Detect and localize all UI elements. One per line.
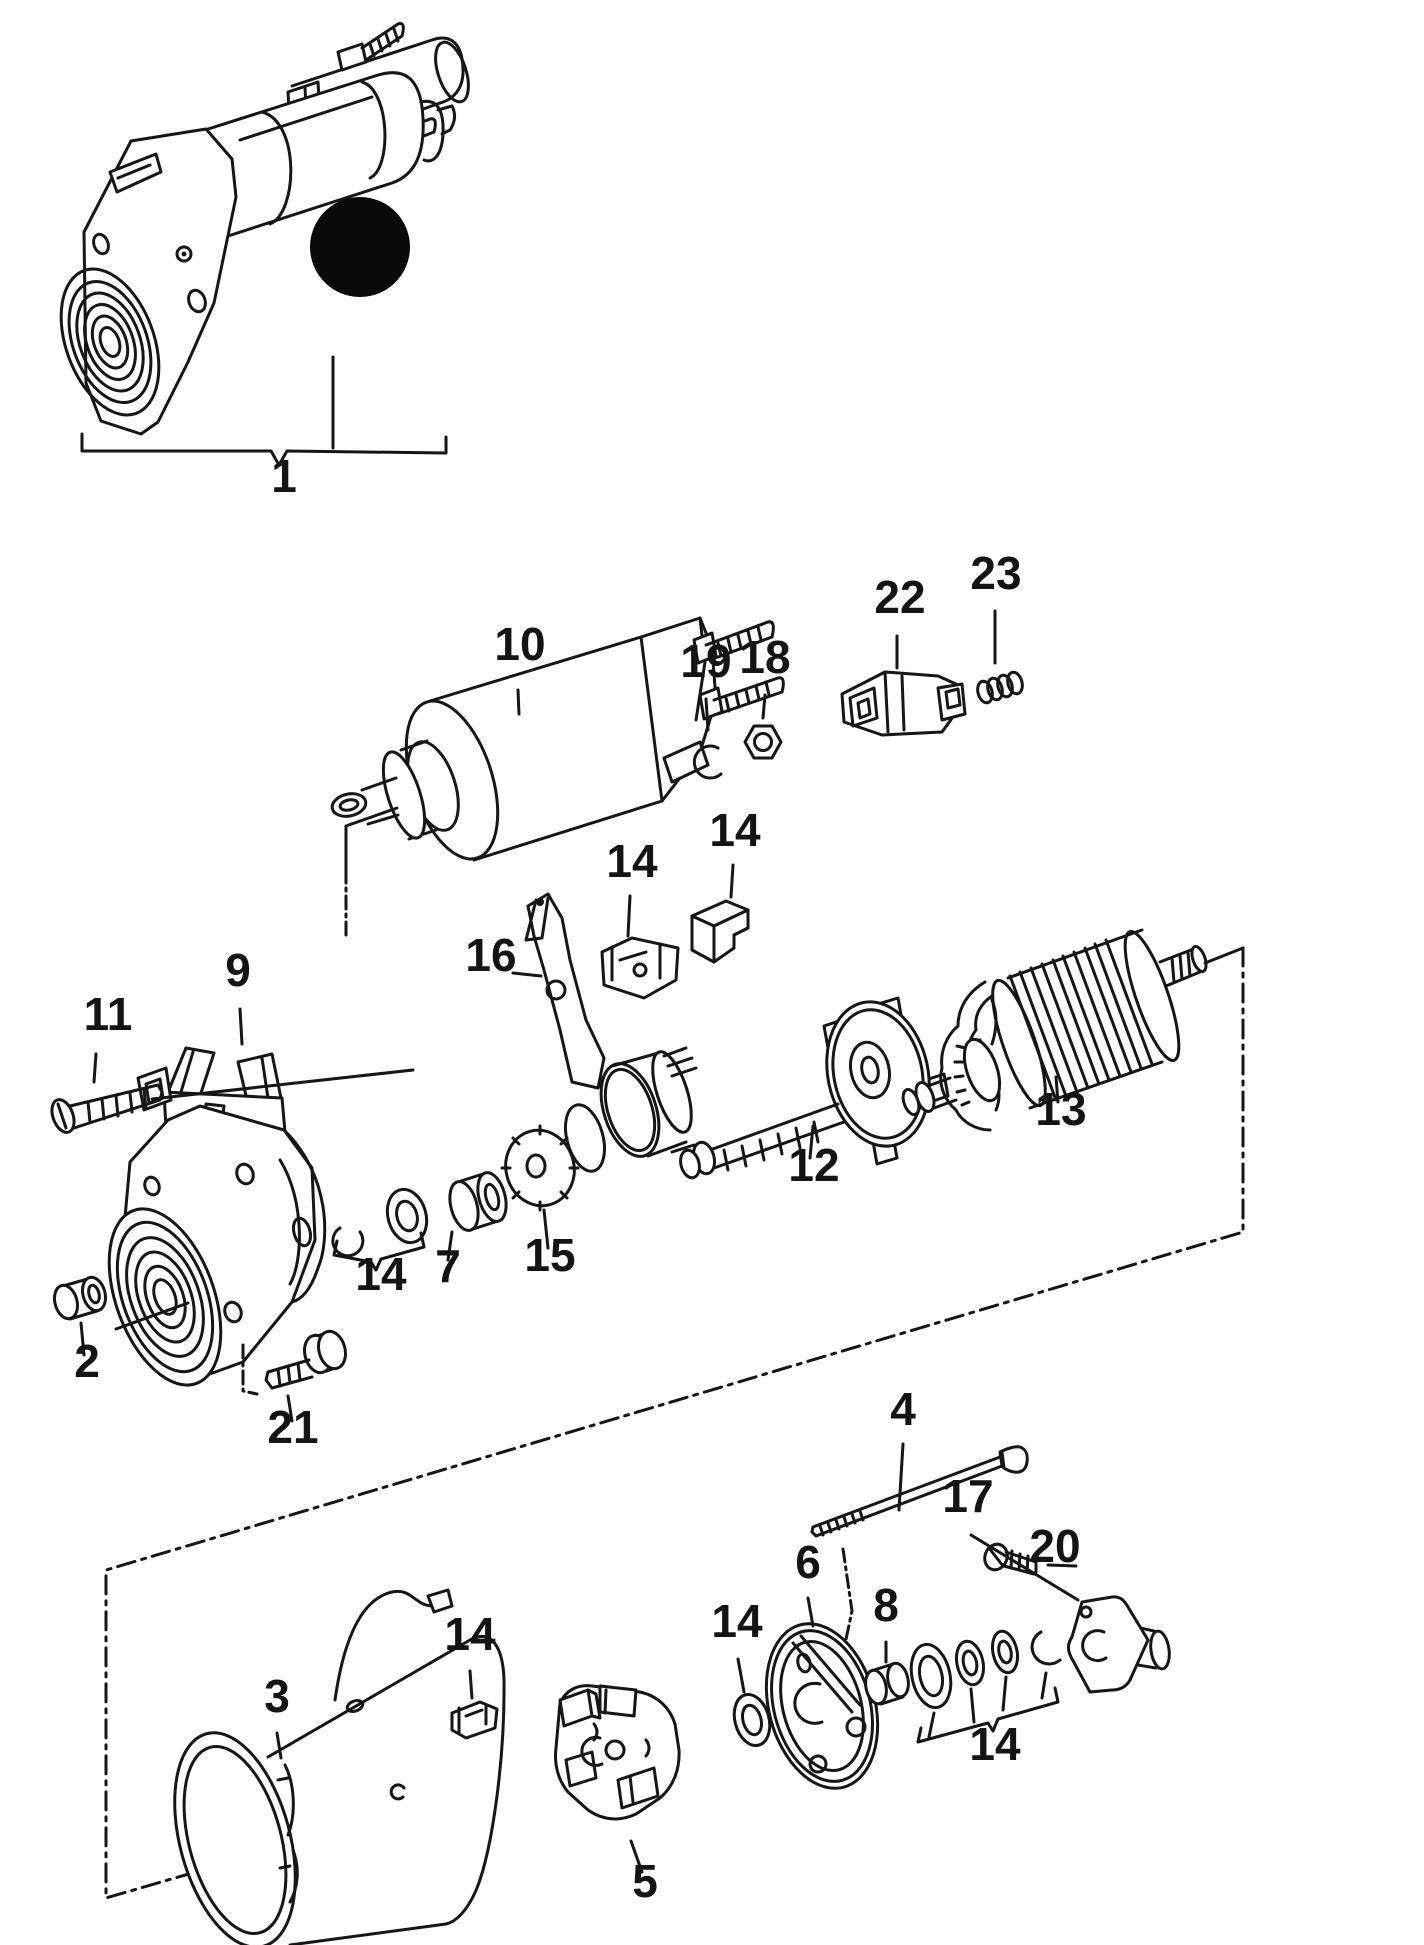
drive-housing-drawing <box>107 1046 327 1387</box>
highlight-dot <box>310 197 410 297</box>
clamp-14f-drawing <box>450 1700 499 1740</box>
bushing-2-drawing <box>52 1275 190 1331</box>
callout-15[interactable]: 15 <box>524 1229 575 1281</box>
through-bolt-drawing <box>810 1445 1029 1646</box>
drive-pinion-drawing <box>500 1046 698 1212</box>
callout-14f[interactable]: 14 <box>444 1608 496 1660</box>
callout-14b[interactable]: 14 <box>709 804 761 856</box>
ring-14c <box>385 1187 429 1245</box>
housing-flange-rings <box>107 1207 223 1387</box>
spring-23 <box>976 670 1024 705</box>
screw-11-drawing <box>50 1068 415 1134</box>
bracket-14c <box>332 1231 426 1272</box>
callout-9[interactable]: 9 <box>225 944 251 996</box>
callout-13[interactable]: 13 <box>1035 1083 1086 1135</box>
callout-12[interactable]: 12 <box>788 1139 839 1191</box>
callout-leader-lines <box>79 609 1080 1874</box>
brush-parts-drawing <box>524 892 750 1090</box>
snap-ring-14c <box>331 1226 365 1258</box>
callout-5[interactable]: 5 <box>632 1855 658 1907</box>
callout-3[interactable]: 3 <box>264 1670 290 1722</box>
callout-14d[interactable]: 14 <box>711 1595 763 1647</box>
callout-layer: 1234567891011121314141414141415161718192… <box>74 450 1086 1907</box>
callout-6[interactable]: 6 <box>795 1536 821 1588</box>
callout-18[interactable]: 18 <box>739 631 790 683</box>
yoke-drawing <box>173 1588 506 1945</box>
hex-nut-18 <box>743 724 783 760</box>
end-shield-drawing <box>732 1622 1062 1790</box>
callout-23[interactable]: 23 <box>970 547 1021 599</box>
callout-21[interactable]: 21 <box>267 1401 318 1453</box>
snap-clip-19 <box>692 744 723 780</box>
callout-10[interactable]: 10 <box>494 618 545 670</box>
callout-11[interactable]: 11 <box>84 988 133 1040</box>
brush-holder-drawing <box>554 1684 681 1821</box>
end-cap-drawing <box>983 1542 1171 1694</box>
callout-17[interactable]: 17 <box>942 1470 993 1522</box>
armature-drawing <box>901 928 1208 1132</box>
callout-19[interactable]: 19 <box>680 635 731 687</box>
ring-14d <box>732 1693 772 1747</box>
callout-16[interactable]: 16 <box>465 929 516 981</box>
callout-14e[interactable]: 14 <box>969 1718 1021 1770</box>
callout-7[interactable]: 7 <box>435 1240 461 1292</box>
starter-assembly-drawing <box>59 22 470 467</box>
bracket-14e <box>916 1686 1060 1744</box>
callout-20[interactable]: 20 <box>1029 1520 1080 1572</box>
callout-22[interactable]: 22 <box>874 571 925 623</box>
intermediate-bearing-drawing <box>670 996 950 1180</box>
bracket-1 <box>80 432 448 467</box>
callout-8[interactable]: 8 <box>873 1579 899 1631</box>
callout-14a[interactable]: 14 <box>606 835 658 887</box>
bolt-21-drawing <box>241 1329 347 1396</box>
callout-14c[interactable]: 14 <box>355 1248 407 1300</box>
callout-4[interactable]: 4 <box>890 1383 916 1435</box>
callout-2[interactable]: 2 <box>74 1335 100 1387</box>
reference-frame-lines <box>104 946 1245 1900</box>
starter-front-flange <box>59 267 161 417</box>
small-fasteners-drawing <box>692 670 1024 780</box>
solenoid-drawing <box>330 616 785 942</box>
e-clip <box>1030 1630 1062 1666</box>
shaft-rings-drawing <box>331 1171 508 1272</box>
callout-1[interactable]: 1 <box>271 450 297 502</box>
